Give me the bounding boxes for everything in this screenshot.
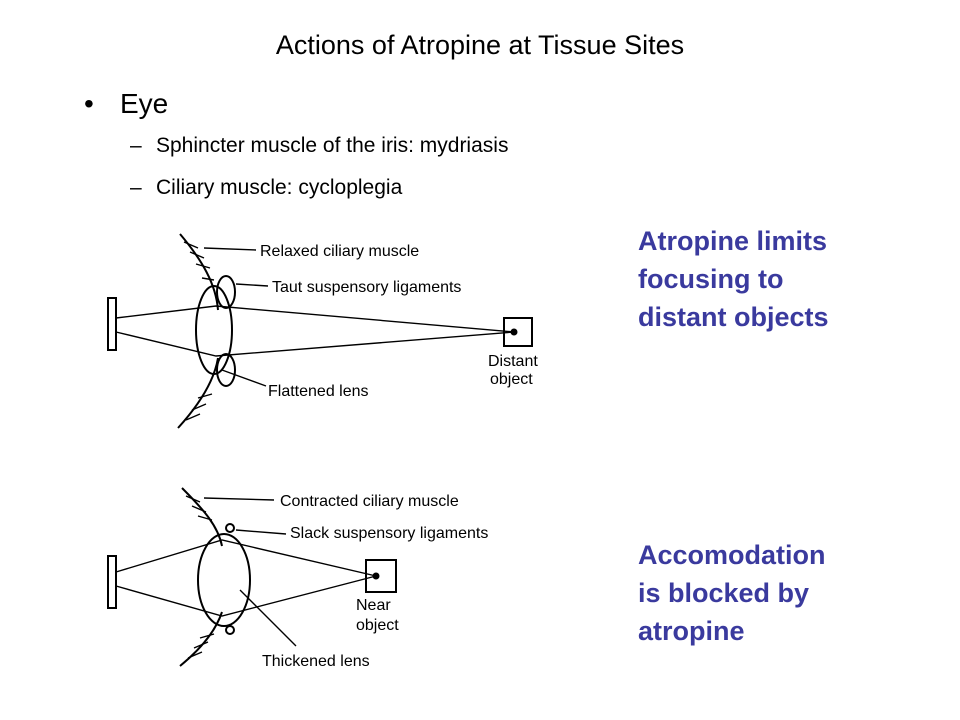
flattened-lens [195,285,233,375]
label-distant-object-1: Distant [488,353,538,370]
bullet-eye: • Eye [84,88,168,120]
near-rays [115,539,377,617]
label-relaxed-ciliary: Relaxed ciliary muscle [260,243,419,260]
note-line: distant objects [638,302,829,332]
near-panel [107,487,397,667]
sub-item-text: Sphincter muscle of the iris: mydriasis [156,134,509,157]
ligament-lower [225,625,235,635]
ligament-lower [216,353,236,387]
retina-plate [107,297,117,351]
label-taut-ligaments: Taut suspensory ligaments [272,279,461,296]
near-leaders [203,497,297,647]
thickened-lens [197,533,251,627]
sub-item-marker: – [130,176,142,199]
note-line: Atropine limits [638,226,828,256]
retina-plate [107,555,117,609]
note-line: is blocked by [638,578,810,608]
note-atropine-limits: Atropine limits focusing to distant obje… [638,222,938,336]
distant-object-dot [510,328,518,336]
label-contracted-ciliary: Contracted ciliary muscle [280,493,459,510]
ligament-upper [225,523,235,533]
ligament-upper [216,275,236,309]
sub-item-marker: – [130,134,142,157]
label-near-object-1: Near [356,597,391,614]
eye-focusing-diagram: Relaxed ciliary muscle Taut suspensory l… [107,233,538,670]
sub-item-text: Ciliary muscle: cycloplegia [156,176,403,199]
bullet-marker: • [84,88,94,119]
near-object-box [365,559,397,593]
ciliary-hatching [185,495,215,659]
label-flattened-lens: Flattened lens [268,383,369,400]
bullet-label: Eye [120,88,169,119]
sub-item-cycloplegia: –Ciliary muscle: cycloplegia [130,176,402,200]
distant-object-box [503,317,533,347]
distant-panel [107,233,533,429]
ciliary-muscle-shape [177,233,219,429]
ciliary-hatching [183,241,215,421]
note-line: focusing to [638,264,784,294]
sub-item-mydriasis: –Sphincter muscle of the iris: mydriasis [130,134,508,158]
label-distant-object-2: object [490,371,533,388]
label-near-object-2: object [356,617,399,634]
note-line: atropine [638,616,745,646]
slide-title: Actions of Atropine at Tissue Sites [275,30,685,60]
note-line: Accomodation [638,540,826,570]
note-accommodation-blocked: Accomodation is blocked by atropine [638,536,938,650]
distant-leaders [203,247,269,387]
ciliary-muscle-shape [179,487,223,667]
near-object-dot [372,572,380,580]
distant-rays [115,305,515,357]
label-thickened-lens: Thickened lens [262,653,370,670]
label-slack-ligaments: Slack suspensory ligaments [290,525,488,542]
